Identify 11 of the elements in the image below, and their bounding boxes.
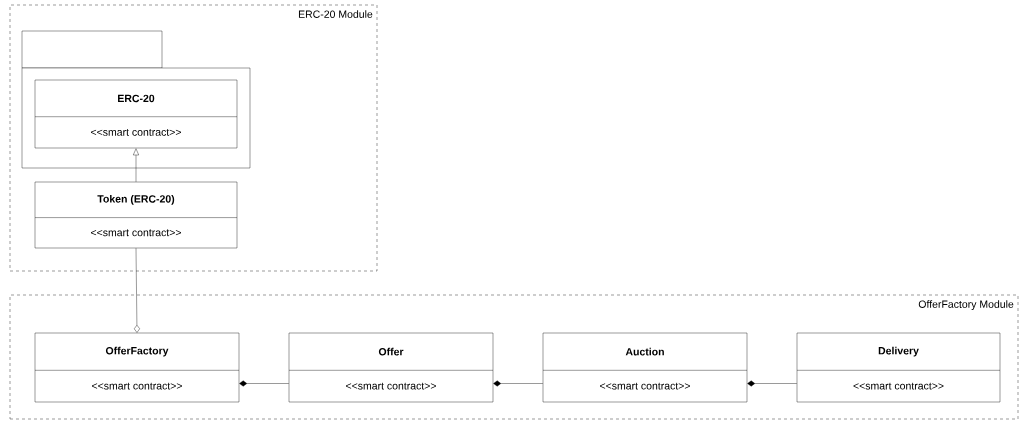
class-box: Auction <<smart contract>> (542, 332, 748, 403)
inheritance-arrow (133, 148, 139, 182)
class-box: OfferFactory <<smart contract>> (34, 332, 240, 403)
class-box: Token (ERC-20) <<smart contract>> (34, 181, 238, 249)
class-box: ERC-20 <<smart contract>> (34, 79, 238, 149)
class-box: Offer <<smart contract>> (288, 332, 494, 403)
class-box: Delivery <<smart contract>> (796, 332, 1001, 403)
composition-line (239, 380, 289, 387)
composition-line (493, 380, 543, 387)
composition-line (747, 380, 797, 387)
aggregation-line (134, 248, 140, 333)
